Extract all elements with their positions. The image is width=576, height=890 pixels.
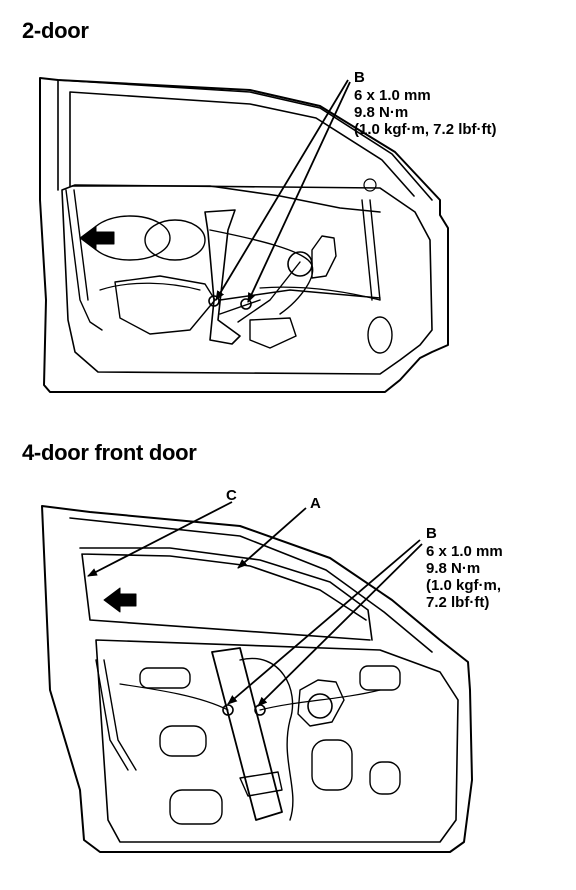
callout-a-letter: A <box>310 495 321 512</box>
panel-cutout-4 <box>311 739 353 791</box>
callout-b-torque-4door: 9.8 N·m <box>426 560 480 577</box>
regulator-bolt-left <box>222 704 234 716</box>
direction-arrow <box>103 587 137 613</box>
window-glass <box>81 553 371 641</box>
callout-c-letter: C <box>226 487 237 504</box>
regulator-rail <box>211 647 283 821</box>
door-outer-outline <box>39 77 449 393</box>
regulator-bolt-left <box>208 295 220 307</box>
callout-leaders-4door <box>87 501 423 707</box>
regulator-rail <box>219 261 381 323</box>
door-outer-outline <box>41 505 473 853</box>
window-frame <box>69 517 433 653</box>
callout-b-torque-2door: 9.8 N·m <box>354 104 408 121</box>
regulator-motor-gear <box>307 693 333 719</box>
door-4door-illustration <box>41 505 473 853</box>
door-wiring <box>119 683 381 711</box>
regulator-bolt-right <box>240 298 252 310</box>
callout-b-letter-2door: B <box>354 69 365 86</box>
callout-b-letter-4door: B <box>426 525 437 542</box>
panel-cutout-2 <box>159 725 207 757</box>
callout-b-leaders-2door <box>215 79 351 303</box>
panel-cutout-2 <box>144 219 206 261</box>
panel-cutout-mid <box>249 317 297 349</box>
regulator-motor-housing <box>311 235 337 279</box>
run-channel-rear <box>95 659 137 771</box>
callout-b-torque-alt-1-4door: (1.0 kgf·m, <box>426 577 501 594</box>
door-inner-panel <box>61 184 433 375</box>
regulator-arm <box>209 229 314 315</box>
panel-cutout-5 <box>369 761 401 795</box>
run-channel-front <box>361 199 381 301</box>
door-inner-panel <box>95 639 459 843</box>
regulator-bracket <box>204 209 241 345</box>
callout-b-torque-alt-2-4door: 7.2 lbf·ft) <box>426 594 489 611</box>
direction-arrow <box>79 225 115 251</box>
regulator-motor-housing <box>297 679 345 727</box>
callout-b-size-4door: 6 x 1.0 mm <box>426 543 503 560</box>
window-glass-edge <box>71 185 381 213</box>
callout-b-torque-alt-2door: (1.0 kgf·m, 7.2 lbf·ft) <box>354 121 497 138</box>
run-channel-rear <box>65 189 103 331</box>
panel-cutout-3 <box>169 789 223 825</box>
panel-cutout-6 <box>359 665 401 691</box>
door-wiring <box>99 282 381 301</box>
regulator-cable <box>239 657 294 821</box>
panel-cutout-round <box>363 178 377 192</box>
door-2door-illustration <box>39 77 449 393</box>
heading-4door-front: 4-door front door <box>22 440 197 465</box>
panel-cutout-lower <box>114 275 216 335</box>
panel-cutout-right <box>367 316 393 354</box>
regulator-motor-gear <box>287 251 313 277</box>
heading-2door: 2-door <box>22 18 89 43</box>
window-sash-frame <box>57 79 433 201</box>
panel-cutout-1 <box>139 667 191 689</box>
regulator-bracket <box>239 771 283 797</box>
callout-b-size-2door: 6 x 1.0 mm <box>354 87 431 104</box>
